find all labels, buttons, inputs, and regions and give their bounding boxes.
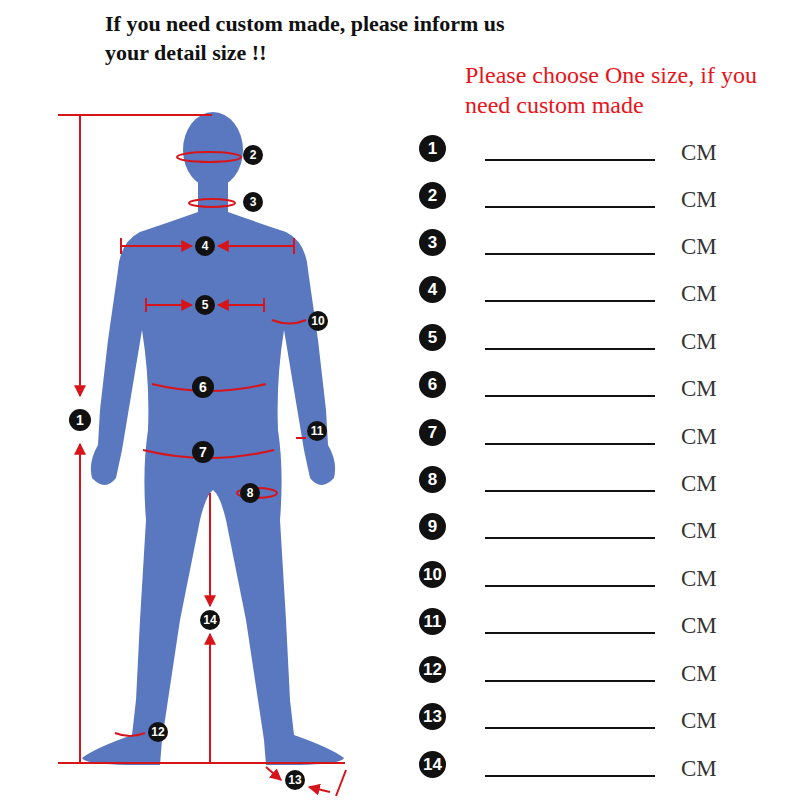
unit-label-wrap: CM <box>681 662 717 685</box>
list-number: 4 <box>419 276 446 303</box>
callout-number: 8 <box>240 483 260 503</box>
callout-number: 13 <box>285 770 305 790</box>
list-number-wrap: 1 <box>419 135 446 162</box>
unit-label: CM <box>681 188 717 211</box>
callout-number-wrap: 12 <box>148 722 168 742</box>
callout-number-wrap: 11 <box>307 421 327 441</box>
instruction-note-wrap: Please choose One size, if you need cust… <box>465 60 765 120</box>
callout-number: 4 <box>195 236 215 256</box>
callout-number-wrap: 1 <box>69 409 91 431</box>
list-number-wrap: 9 <box>419 513 446 540</box>
fill-in-lines <box>485 160 655 776</box>
unit-label: CM <box>681 519 717 542</box>
list-number-wrap: 6 <box>419 371 446 398</box>
unit-label-wrap: CM <box>681 567 717 590</box>
callout-number-wrap: 8 <box>240 483 260 503</box>
unit-label: CM <box>681 709 717 732</box>
list-number: 1 <box>419 135 446 162</box>
callout-number: 1 <box>69 409 91 431</box>
list-number: 6 <box>419 371 446 398</box>
unit-label-wrap: CM <box>681 757 717 780</box>
callout-number-wrap: 6 <box>192 376 214 398</box>
unit-label: CM <box>681 330 717 353</box>
callout-number-wrap: 7 <box>192 441 214 463</box>
list-number: 2 <box>419 182 446 209</box>
callout-number: 3 <box>243 192 263 212</box>
list-number-wrap: 4 <box>419 276 446 303</box>
list-number: 5 <box>419 324 446 351</box>
list-number-wrap: 7 <box>419 419 446 446</box>
unit-label-wrap: CM <box>681 709 717 732</box>
unit-label-wrap: CM <box>681 282 717 305</box>
callout-number: 2 <box>243 145 263 165</box>
unit-label: CM <box>681 567 717 590</box>
callout-number-wrap: 2 <box>243 145 263 165</box>
measure-lines <box>58 115 346 796</box>
list-number-wrap: 8 <box>419 466 446 493</box>
body-silhouette <box>82 112 344 765</box>
callout-number: 7 <box>192 441 214 463</box>
list-number: 13 <box>419 703 446 730</box>
list-number: 8 <box>419 466 446 493</box>
callout-number-wrap: 3 <box>243 192 263 212</box>
unit-label-wrap: CM <box>681 188 717 211</box>
unit-label: CM <box>681 235 717 258</box>
instruction-note: Please choose One size, if you need cust… <box>465 60 765 120</box>
list-number: 3 <box>419 229 446 256</box>
callout-number: 5 <box>195 295 215 315</box>
unit-label: CM <box>681 141 717 164</box>
list-number-wrap: 13 <box>419 703 446 730</box>
list-number-wrap: 10 <box>419 561 446 588</box>
callout-number-wrap: 13 <box>285 770 305 790</box>
callout-number: 6 <box>192 376 214 398</box>
list-number: 14 <box>419 751 446 778</box>
unit-label-wrap: CM <box>681 519 717 542</box>
unit-label: CM <box>681 757 717 780</box>
callout-number: 14 <box>200 610 220 630</box>
list-number-wrap: 2 <box>419 182 446 209</box>
unit-label: CM <box>681 425 717 448</box>
list-number-wrap: 3 <box>419 229 446 256</box>
unit-label-wrap: CM <box>681 472 717 495</box>
callout-number-wrap: 10 <box>308 311 328 331</box>
list-number-wrap: 5 <box>419 324 446 351</box>
callout-number-wrap: 14 <box>200 610 220 630</box>
callout-number-wrap: 4 <box>195 236 215 256</box>
unit-label: CM <box>681 377 717 400</box>
unit-label-wrap: CM <box>681 425 717 448</box>
list-number-wrap: 11 <box>419 608 446 635</box>
list-number: 12 <box>419 656 446 683</box>
unit-label-wrap: CM <box>681 377 717 400</box>
list-number: 7 <box>419 419 446 446</box>
callout-number-wrap: 5 <box>195 295 215 315</box>
unit-label-wrap: CM <box>681 330 717 353</box>
unit-label: CM <box>681 472 717 495</box>
unit-label-wrap: CM <box>681 614 717 637</box>
callout-number: 12 <box>148 722 168 742</box>
unit-label: CM <box>681 662 717 685</box>
unit-label: CM <box>681 614 717 637</box>
callout-number: 11 <box>307 421 327 441</box>
unit-label: CM <box>681 282 717 305</box>
list-number: 11 <box>419 608 446 635</box>
page-title-wrap: If you need custom made, please inform u… <box>105 10 545 67</box>
unit-label-wrap: CM <box>681 235 717 258</box>
list-number-wrap: 12 <box>419 656 446 683</box>
list-number-wrap: 14 <box>419 751 446 778</box>
page-title: If you need custom made, please inform u… <box>105 10 545 67</box>
callout-number: 10 <box>308 311 328 331</box>
list-number: 9 <box>419 513 446 540</box>
list-number: 10 <box>419 561 446 588</box>
unit-label-wrap: CM <box>681 141 717 164</box>
